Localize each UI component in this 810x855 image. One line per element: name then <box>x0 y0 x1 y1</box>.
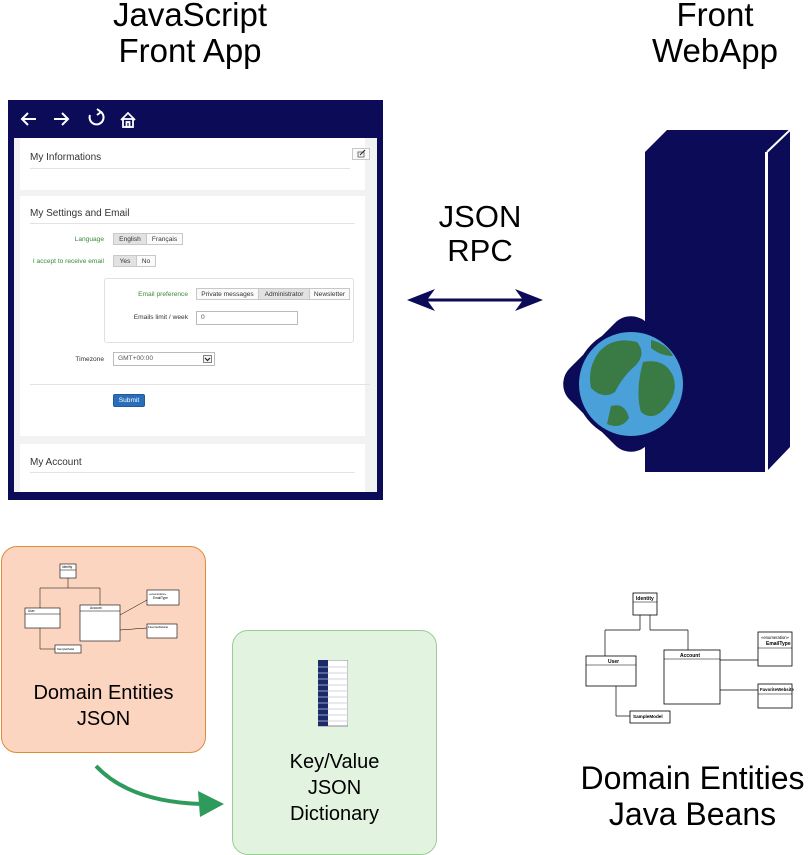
pref-newsletter-button[interactable]: Newsletter <box>309 288 350 300</box>
divider <box>30 168 350 169</box>
uml-stereotype-label: «enumeration» <box>761 635 790 640</box>
uml-diagram-java: Identity User Account «enumeration» Emai… <box>585 592 794 724</box>
browser-window: My Informations My Settings and Email La… <box>8 100 383 500</box>
browser-toolbar <box>20 108 136 128</box>
label-line: RPC <box>447 233 513 268</box>
panel-my-informations: My Informations <box>20 138 370 190</box>
uml-account-label: Account <box>90 606 102 610</box>
uml-identity-label: Identity <box>62 565 73 569</box>
uml-identity-label: Identity <box>636 596 654 602</box>
accept-email-label: I accept to receive email <box>32 258 104 265</box>
divider <box>30 384 370 385</box>
email-preference-label: Email preference <box>138 291 188 298</box>
title-line: Front <box>676 0 754 33</box>
panel-title: My Settings and Email <box>30 208 130 219</box>
pref-private-messages-button[interactable]: Private messages <box>196 288 259 300</box>
edit-button[interactable] <box>352 148 370 160</box>
label-line: JSON <box>76 708 131 730</box>
uml-favoritewebsite-label: FavoriteWebsite <box>760 687 794 692</box>
language-francais-button[interactable]: Français <box>146 233 183 245</box>
refresh-icon <box>88 108 105 126</box>
server-side <box>767 130 790 471</box>
domain-entities-java-label: Domain Entities Java Beans <box>575 760 810 832</box>
accept-yes-button[interactable]: Yes <box>113 255 137 267</box>
dictionary-icon <box>318 660 348 727</box>
javascript-front-app-title: JavaScript Front App <box>60 0 320 69</box>
uml-user-label: User <box>28 609 36 613</box>
pref-administrator-button[interactable]: Administrator <box>258 288 310 300</box>
home-icon <box>120 111 136 128</box>
double-arrow-icon <box>407 289 543 311</box>
globe-icon <box>563 316 699 452</box>
uml-user-label: User <box>608 659 619 665</box>
uml-stereotype-label: «enumeration» <box>149 592 167 596</box>
uml-samplemodel-label: SampleModel <box>633 714 663 719</box>
emails-limit-input[interactable]: 0 <box>196 311 298 325</box>
timezone-select[interactable]: GMT+00:00 <box>113 352 215 366</box>
json-rpc-label: JSON RPC <box>410 200 550 268</box>
label-line: Key/Value <box>289 751 380 773</box>
uml-emailtype-label: EmailType <box>153 596 168 600</box>
back-arrow-icon <box>20 112 36 126</box>
title-line: Front App <box>118 32 262 69</box>
label-line: Java Beans <box>608 796 777 832</box>
domain-entities-json-label: Domain Entities JSON <box>1 680 206 732</box>
panel-title: My Informations <box>30 152 102 163</box>
submit-button[interactable]: Submit <box>113 394 145 407</box>
panel-settings-email: My Settings and Email Language English F… <box>20 196 370 436</box>
email-preferences-group <box>104 278 354 343</box>
front-webapp-title: Front WebApp <box>620 0 810 69</box>
domain-entities-json-box <box>1 546 206 753</box>
panel-my-account: My Account <box>20 444 365 492</box>
accept-no-button[interactable]: No <box>136 255 156 267</box>
title-line: JavaScript <box>112 0 268 33</box>
chevron-down-icon <box>203 355 212 363</box>
label-line: Domain Entities <box>580 760 805 796</box>
panel-title: My Account <box>30 457 82 468</box>
key-value-dictionary-label: Key/Value JSON Dictionary <box>232 749 437 827</box>
uml-emailtype-label: EmailType <box>766 641 791 647</box>
language-label: Language <box>74 236 104 243</box>
uml-favoritewebsite-label: FavoriteWebsite <box>148 625 169 629</box>
pencil-icon <box>357 149 366 158</box>
timezone-value: GMT+00:00 <box>118 355 154 362</box>
server-top <box>645 130 790 152</box>
uml-diagram-small: Identity User Account «enumeration» Emai… <box>24 563 180 654</box>
app-content: My Informations My Settings and Email La… <box>14 138 377 492</box>
label-line: Domain Entities <box>33 682 174 704</box>
label-line: Dictionary <box>290 803 379 825</box>
emails-limit-label: Emails limit / week <box>133 314 188 321</box>
label-line: JSON <box>438 199 522 234</box>
curved-arrow-icon <box>94 764 224 817</box>
server-illustration <box>563 130 791 472</box>
title-line: WebApp <box>652 32 778 69</box>
language-english-button[interactable]: English <box>113 233 147 245</box>
timezone-label: Timezone <box>75 356 104 363</box>
uml-samplemodel-label: SampleModel <box>57 647 74 651</box>
divider <box>30 223 355 224</box>
forward-arrow-icon <box>54 112 70 126</box>
uml-account-label: Account <box>680 653 700 659</box>
divider <box>30 472 355 473</box>
label-line: JSON <box>307 777 362 799</box>
